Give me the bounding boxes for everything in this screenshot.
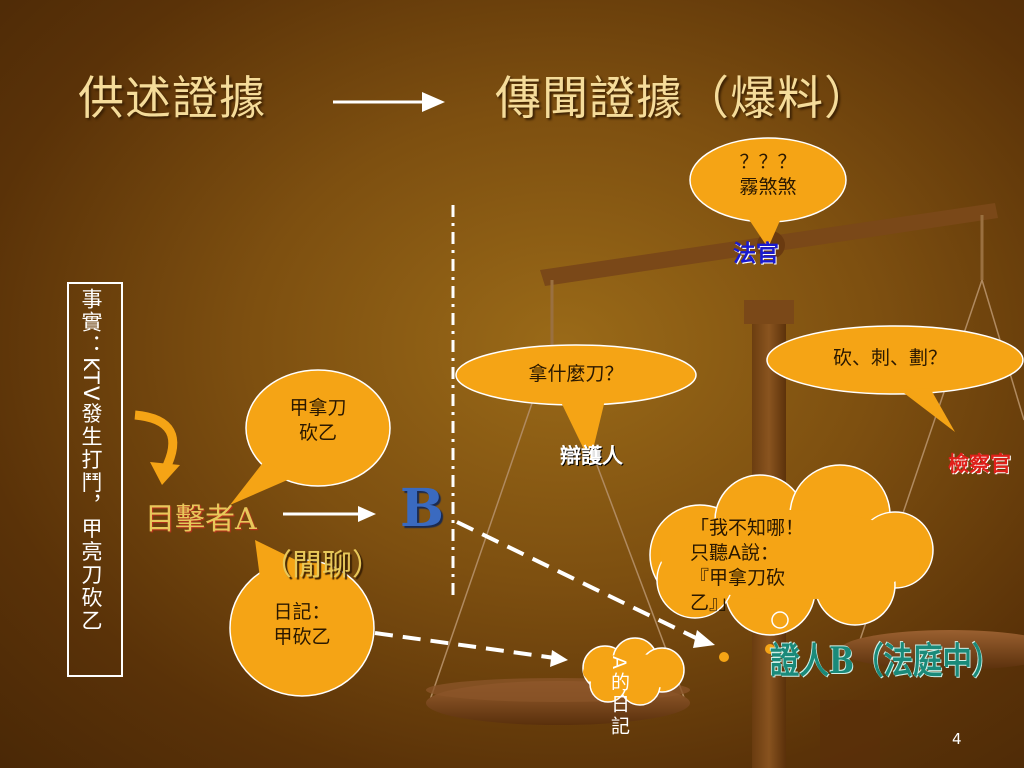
chat-note: （閒聊） [262, 548, 382, 583]
witness-a: 目擊者A [145, 502, 257, 537]
diary-bubble-text: 日記： 甲砍乙 [273, 601, 331, 648]
cloud-b-text: 「我不知哪！ 只聽A說： 『甲拿刀砍 乙』」 [690, 517, 805, 614]
title-right: 傳聞證據（爆料） [495, 71, 871, 125]
defense-label: 辯護人 [560, 444, 623, 468]
prosecutor-label: 檢察官 [948, 452, 1011, 476]
judge-label: 法官 [733, 241, 779, 267]
witness-a-bubble-text: 甲拿刀 砍乙 [289, 397, 347, 444]
prosecutor-bubble-text: 砍、刺、劃？ [832, 347, 947, 369]
page-number: 4 [952, 730, 962, 748]
title-left: 供述證據 [78, 71, 266, 125]
defense-bubble-text: 拿什麼刀？ [528, 363, 624, 385]
witness-b-letter: B [400, 478, 444, 539]
a-diary-text: A的日記 [608, 656, 630, 738]
fact-box: 事實：KTV發生打鬥，甲亮刀砍乙 [79, 288, 103, 633]
judge-bubble-text: ？？？ 霧煞煞 [739, 151, 797, 198]
witness-b-court: 證人B（法庭中） [770, 640, 1002, 682]
